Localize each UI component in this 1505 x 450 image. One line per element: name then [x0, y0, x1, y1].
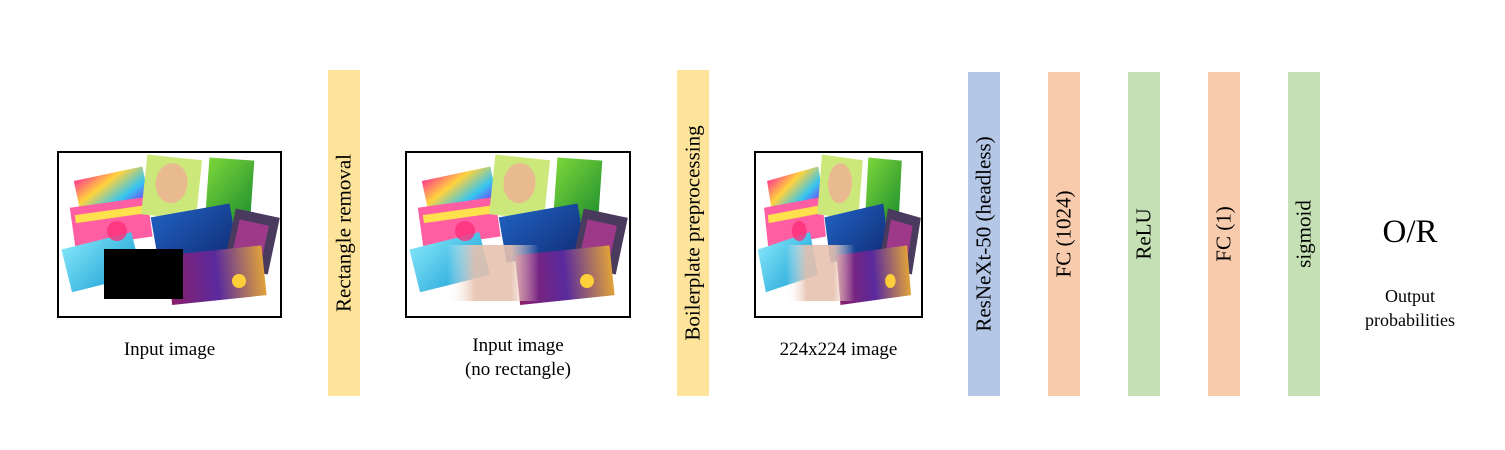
occluding-rectangle: [104, 249, 183, 299]
input-image-panel: [57, 151, 282, 318]
layer-resnext: ResNeXt-50 (headless): [968, 72, 1000, 396]
resized-image-caption: 224x224 image: [779, 339, 898, 360]
no-rectangle-image: [409, 154, 628, 306]
layer-label: sigmoid: [1291, 200, 1316, 268]
input-image-caption: Input image: [123, 339, 216, 360]
input-image: [61, 154, 280, 306]
layer-label: FC (1024): [1051, 190, 1076, 278]
output-subtitle: Output probabilities: [1365, 286, 1455, 330]
output-title: O/R: [1382, 214, 1438, 250]
no-rectangle-caption: Input image (no rectangle): [464, 335, 572, 380]
inpainted-region: [447, 245, 539, 301]
resized-image: [757, 154, 921, 306]
layer-label: ResNeXt-50 (headless): [971, 136, 996, 332]
boilerplate-preprocessing-step: Boilerplate preprocessing: [677, 70, 709, 396]
layer-label: FC (1): [1211, 206, 1236, 262]
rectangle-removal-step: Rectangle removal: [328, 70, 360, 396]
boilerplate-preprocessing-label: Boilerplate preprocessing: [680, 125, 705, 341]
layer-fc-1024: FC (1024): [1048, 72, 1080, 396]
layer-sigmoid: sigmoid: [1288, 72, 1320, 396]
rectangle-removal-label: Rectangle removal: [331, 153, 356, 313]
resized-image-panel: [754, 151, 923, 318]
layer-relu: ReLU: [1128, 72, 1160, 396]
layer-fc-1: FC (1): [1208, 72, 1240, 396]
layer-label: ReLU: [1131, 208, 1156, 260]
no-rectangle-image-panel: [405, 151, 631, 318]
